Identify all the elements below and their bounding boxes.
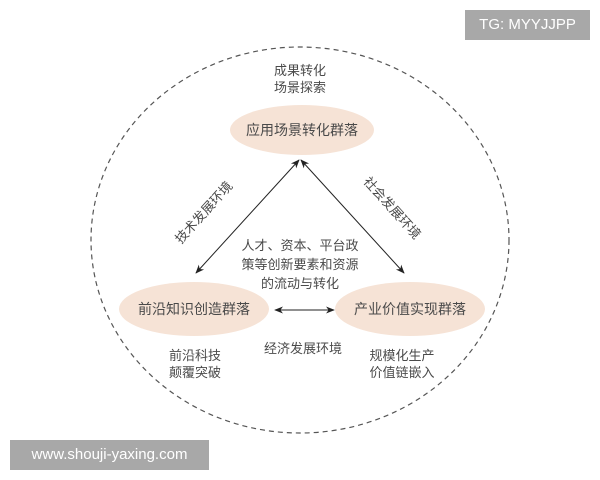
- node-left-ellipse: [119, 282, 269, 336]
- top-caption: 成果转化 场景探索: [262, 63, 338, 97]
- node-right-ellipse: [335, 282, 485, 336]
- center-text-line-1: 人才、资本、平台政: [241, 239, 359, 254]
- center-flow-text: 人才、资本、平台政 策等创新要素和资源 的流动与转化: [230, 237, 370, 294]
- node-left-label: 前沿知识创造群落: [138, 302, 250, 318]
- top-caption-line-2: 场景探索: [273, 81, 326, 96]
- arrow-right-top: [300, 159, 405, 274]
- left-caption-line-2: 颠覆突破: [168, 366, 221, 381]
- left-caption: 前沿科技 颠覆突破: [165, 348, 225, 382]
- watermark-bottom-left: www.shouji-yaxing.com: [10, 440, 209, 470]
- node-top-label: 应用场景转化群落: [246, 123, 358, 139]
- outer-dashed-circle: [90, 46, 510, 434]
- right-caption: 规模化生产 价值链嵌入: [362, 348, 442, 382]
- watermark-top-right: TG: MYYJJPP: [465, 10, 590, 40]
- node-right-label: 产业价值实现群落: [354, 302, 466, 318]
- edge-label-economic-environment: 经济发展环境: [263, 342, 342, 357]
- center-text-line-3: 的流动与转化: [260, 277, 339, 292]
- right-caption-line-2: 价值链嵌入: [369, 366, 435, 381]
- arrow-left-top: [195, 159, 300, 274]
- node-top-ellipse: [230, 105, 374, 155]
- center-text-line-2: 策等创新要素和资源: [241, 258, 359, 273]
- right-caption-line-1: 规模化生产: [369, 349, 435, 364]
- top-caption-line-1: 成果转化: [273, 64, 326, 79]
- left-caption-line-1: 前沿科技: [168, 349, 221, 364]
